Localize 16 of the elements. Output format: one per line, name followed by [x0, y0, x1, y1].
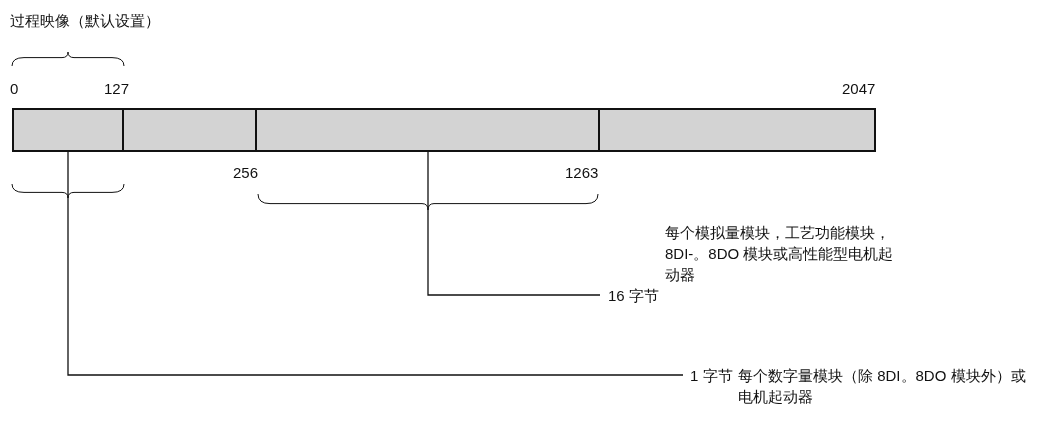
memory-segment	[598, 108, 876, 152]
leader-line	[67, 151, 684, 376]
heading: 过程映像（默认设置）	[10, 11, 160, 31]
address-number: 127	[104, 79, 130, 99]
address-number: 256	[233, 163, 259, 183]
memory-segment	[12, 108, 124, 152]
memory-segment	[255, 108, 600, 152]
byte-size-label: 16 字节	[608, 285, 659, 306]
address-number: 0	[10, 79, 19, 99]
module-description: 每个数字量模块（除 8DI。8DO 模块外）或电机起动器	[738, 366, 1027, 407]
address-number: 2047	[842, 79, 876, 99]
module-description: 每个模拟量模块，工艺功能模块，8DI-。8DO 模块或高性能型电机起动器	[665, 223, 895, 285]
leader-line	[427, 151, 601, 296]
address-number: 1263	[565, 163, 599, 183]
memory-segment	[122, 108, 257, 152]
byte-size-label: 1 字节	[690, 365, 733, 386]
